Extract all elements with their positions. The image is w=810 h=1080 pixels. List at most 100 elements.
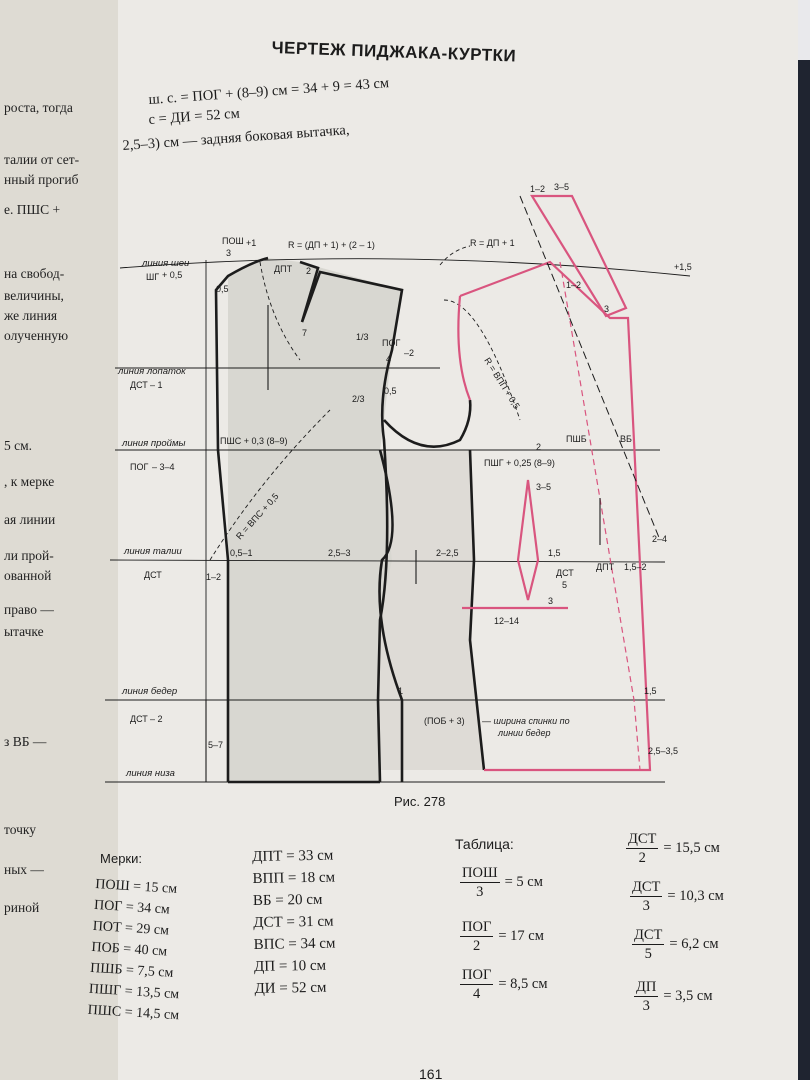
label-1: 1: [398, 686, 403, 696]
left-line: риной: [4, 900, 40, 915]
fraction-numerator: ПОГ: [460, 919, 494, 937]
label-plus05: + 0,5: [162, 270, 182, 280]
fraction-value: = 15,5 см: [663, 840, 720, 856]
label-2-4: 2–4: [652, 534, 667, 544]
label-7: 7: [302, 328, 307, 338]
side-seam: [378, 449, 404, 782]
left-line: ных —: [4, 862, 44, 877]
fraction-numerator: ДП: [634, 979, 659, 997]
label-5-7: 5–7: [208, 740, 223, 750]
left-line: олученную: [4, 328, 69, 343]
measurement-item: ВБ = 20 см: [252, 891, 323, 909]
measurement-item: ДПТ = 33 см: [252, 847, 334, 865]
label-pog4: ПОГ: [382, 338, 400, 348]
label-5: 5: [562, 580, 567, 590]
label-dst5: ДСТ: [556, 568, 574, 578]
label-width: — ширина спинки по: [481, 716, 570, 726]
left-line: 5 см.: [4, 438, 33, 453]
label-minus34: – 3–4: [152, 462, 175, 472]
fraction-value: = 5 см: [504, 874, 543, 890]
left-line: , к мерке: [4, 474, 55, 489]
measurement-item: ДСТ = 31 см: [253, 913, 334, 931]
measurements-title: Мерки:: [100, 851, 142, 866]
label-posh: ПОШ: [222, 236, 244, 246]
label-25-3: 2,5–3: [328, 548, 351, 558]
fraction-numerator: ДСТ: [632, 927, 665, 945]
left-line: право —: [4, 602, 54, 617]
collar-piece: [530, 194, 628, 318]
label-pshc: ПШС + 0,3 (8–9): [220, 436, 288, 446]
label-hips-line: линия бедер: [121, 686, 177, 697]
label-plus15: +1,5: [674, 262, 692, 272]
side-panel-shade: [378, 450, 484, 770]
label-dst-waist: ДСТ: [144, 570, 162, 580]
fraction-denominator: 5: [644, 946, 652, 962]
back-panel-shade: [228, 258, 402, 782]
label-1-2-collar: 1–2: [566, 280, 581, 290]
measurement-item: ДИ = 52 см: [254, 979, 327, 997]
fraction-denominator: 3: [476, 884, 484, 900]
measurements-col2: ДПТ = 33 см ВПП = 18 см ВБ = 20 см ДСТ =…: [252, 845, 337, 1000]
left-line: ованной: [4, 568, 52, 583]
label-hip-line: линии бедер: [497, 728, 551, 738]
fraction-denominator: 4: [473, 986, 481, 1002]
neck-line: [119, 258, 691, 277]
left-line: з ВБ —: [4, 734, 47, 749]
label-15: 1,5: [548, 548, 561, 558]
label-bottom-line: линия низа: [125, 768, 175, 779]
label-minus1: – 1: [150, 380, 163, 390]
measurement-item: ВПС = 34 см: [253, 935, 336, 953]
label-25-35: 2,5–3,5: [648, 746, 678, 756]
measurements-col1: ПОШ = 15 см ПОГ = 34 см ПОТ = 29 см ПОБ …: [87, 874, 187, 1026]
side-front-seam: [468, 449, 486, 771]
lapel-fold-line: [519, 195, 661, 541]
left-line: же линия: [4, 308, 58, 323]
label-vb: ВБ: [620, 434, 632, 444]
label-waist-line: линия талии: [123, 546, 182, 557]
label-radius-vpp: R = ВПП + 0,5: [482, 356, 521, 411]
label-3-collar: 3: [604, 304, 609, 314]
left-line: на свобод-: [4, 266, 65, 281]
measurement-item: ДП = 10 см: [253, 957, 327, 975]
figure-caption: Рис. 278: [394, 794, 446, 809]
label-dpt: ДПТ: [274, 264, 293, 274]
back-center-line: [214, 256, 269, 782]
radius-arc-dp: [439, 245, 471, 266]
page-number: 161: [419, 1066, 443, 1080]
radius-arc-vpp: [443, 299, 521, 421]
fraction-numerator: ПОГ: [460, 967, 494, 985]
label-minus2: –2: [404, 348, 414, 358]
fraction-value: = 10,3 см: [667, 888, 724, 904]
label-2-25: 2–2,5: [436, 548, 459, 558]
label-15-2: 1,5–2: [624, 562, 647, 572]
radius-arc-vps: [209, 409, 331, 561]
fraction-value: = 17 см: [498, 928, 544, 944]
front-armhole: [457, 295, 472, 401]
label-minus2b: – 2: [150, 714, 163, 724]
label-4: 4: [386, 354, 391, 364]
label-dst: ДСТ: [130, 380, 148, 390]
armhole-curve: [383, 399, 472, 448]
measurement-item: ВПП = 18 см: [252, 869, 336, 887]
left-line: талии от сет-: [4, 152, 80, 167]
fraction-numerator: ДСТ: [626, 831, 659, 849]
label-1-2-top: 1–2: [530, 184, 545, 194]
label-05: 0,5: [216, 284, 229, 294]
left-line: величины,: [4, 288, 64, 303]
left-line: ая линии: [4, 512, 56, 527]
left-line: нный прогиб: [4, 172, 79, 187]
fraction-denominator: 3: [642, 898, 650, 914]
left-line: точку: [4, 822, 37, 837]
label-dot5: 0,5: [384, 386, 397, 396]
label-dst2: ДСТ: [130, 714, 148, 724]
left-line: ли прой-: [4, 548, 54, 563]
back-shoulder-side: [299, 260, 404, 783]
label-dpt2: ДПТ: [596, 562, 615, 572]
fraction-value: = 8,5 см: [498, 976, 548, 992]
label-plus1: +1: [246, 238, 256, 248]
label-armhole-line: линия проймы: [121, 438, 185, 449]
